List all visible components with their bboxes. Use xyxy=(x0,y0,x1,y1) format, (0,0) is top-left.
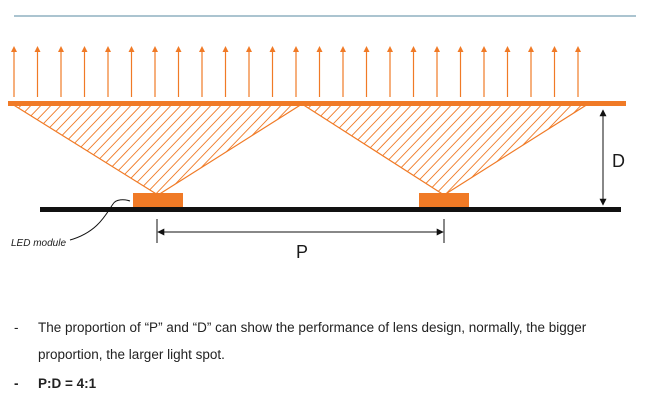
led-module-right xyxy=(419,193,469,208)
hatch-line xyxy=(12,104,61,195)
hatch-line xyxy=(429,104,531,195)
hatch-line xyxy=(302,104,381,195)
notes-list: - The proportion of “P” and “D” can show… xyxy=(14,314,634,394)
distance-label: D xyxy=(612,151,625,171)
hatch-line xyxy=(12,104,21,195)
hatch-line xyxy=(302,104,391,195)
note-text: The proportion of “P” and “D” can show t… xyxy=(38,320,587,362)
hatch-line xyxy=(12,104,101,195)
note-text: P:D = 4:1 xyxy=(38,376,97,391)
hatch-line xyxy=(590,96,650,200)
bullet-marker: - xyxy=(14,320,19,335)
hatch-line xyxy=(129,104,231,195)
pcb-board xyxy=(40,207,621,212)
hatch-line xyxy=(12,104,41,195)
led-label-leader xyxy=(69,199,131,241)
hatch-line xyxy=(569,104,588,195)
hatch-line xyxy=(419,104,521,195)
hatch-line xyxy=(139,104,241,195)
diffuser-plate xyxy=(8,101,626,106)
note-item: - P:D = 4:1 xyxy=(14,374,634,394)
light-cone-right xyxy=(301,96,650,200)
lens-diagram: LED module P D xyxy=(8,15,650,262)
hatch-line xyxy=(302,104,341,195)
note-item: - The proportion of “P” and “D” can show… xyxy=(14,314,634,368)
pitch-label: P xyxy=(296,242,308,262)
hatch-line xyxy=(559,104,588,195)
hatch-line xyxy=(12,104,81,195)
led-module-left xyxy=(133,193,183,208)
hatch-line xyxy=(600,96,650,200)
hatch-line xyxy=(12,104,51,195)
hatch-line xyxy=(409,104,511,195)
led-label: LED module xyxy=(11,238,66,249)
hatch-line xyxy=(439,104,541,195)
hatch-line xyxy=(579,104,588,195)
emitted-light-arrows xyxy=(11,46,581,97)
hatch-line xyxy=(149,104,251,195)
hatch-line xyxy=(302,104,351,195)
light-cone-left xyxy=(11,103,303,196)
bullet-marker: - xyxy=(14,376,19,391)
